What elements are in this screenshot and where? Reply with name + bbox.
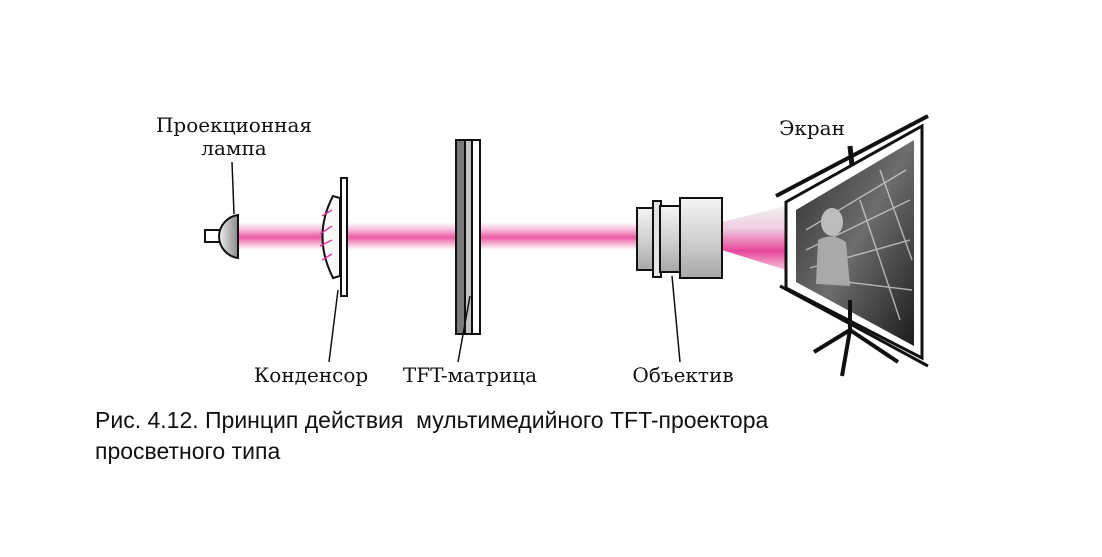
projection-screen <box>775 114 929 377</box>
caption-line1: Рис. 4.12. Принцип действия мультимедийн… <box>95 407 769 433</box>
projected-image <box>796 140 914 346</box>
screen-label: Экран <box>779 116 845 140</box>
projection-cone <box>722 206 786 270</box>
projection-lamp <box>204 213 239 260</box>
objective-lens <box>636 197 723 279</box>
light-beam <box>238 222 638 250</box>
lamp-label-line2: лампа <box>201 136 267 160</box>
objective-label: Объектив <box>632 363 733 387</box>
lamp-label-line1: Проекционная <box>156 113 312 137</box>
condenser-label: Конденсор <box>254 363 368 387</box>
tft-matrix-label: TFT-матрица <box>403 363 537 387</box>
figure-caption: Рис. 4.12. Принцип действия мультимедийн… <box>95 405 995 467</box>
tft-matrix <box>455 139 481 335</box>
condenser <box>319 177 348 297</box>
caption-line2: просветного типа <box>95 438 281 464</box>
